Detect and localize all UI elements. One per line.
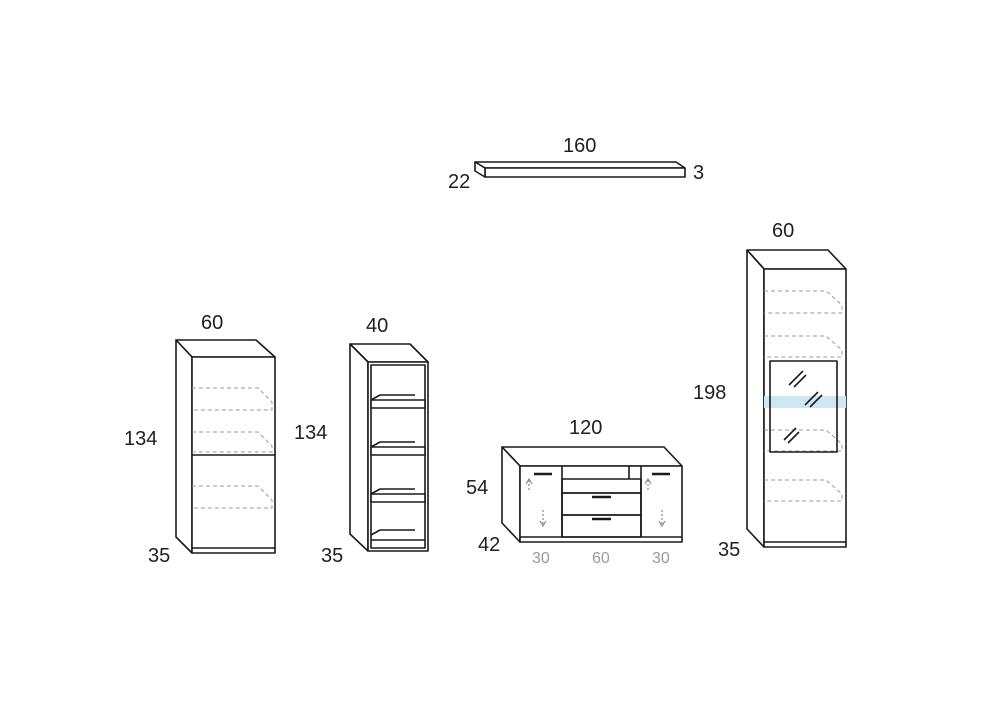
- led-strip: [764, 396, 846, 408]
- shelf-width-label: 160: [563, 135, 596, 157]
- shelf-thickness-label: 3: [693, 162, 704, 184]
- left-cabinet-hidden-shelves: [192, 387, 273, 509]
- glass-door-window: [769, 360, 838, 453]
- wall-shelf: 160 22 3: [448, 135, 704, 193]
- tv-unit-height-label: 54: [466, 477, 488, 499]
- tv-unit-depth-label: 42: [478, 534, 500, 556]
- shelf-depth-label: 22: [448, 171, 470, 193]
- tall-cabinet-depth-label: 35: [718, 539, 740, 561]
- left-cabinet: 60 134 35: [124, 312, 276, 567]
- tv-unit-section-right-label: 30: [652, 550, 670, 567]
- tv-unit-width-label: 120: [569, 417, 602, 439]
- bookcase-shelves: [370, 394, 426, 541]
- left-cabinet-width-label: 60: [201, 312, 223, 334]
- bookcase-width-label: 40: [366, 315, 388, 337]
- tall-cabinet-height-label: 198: [693, 382, 726, 404]
- left-cabinet-depth-label: 35: [148, 545, 170, 567]
- bookcase-height-label: 134: [294, 422, 327, 444]
- tall-cabinet: 60 198 35: [693, 220, 847, 561]
- bookcase: 40 134 35: [294, 315, 429, 567]
- tv-unit-section-left-label: 30: [532, 550, 550, 567]
- left-cabinet-height-label: 134: [124, 428, 157, 450]
- tv-unit-section-middle-label: 60: [592, 550, 610, 567]
- door-opening-arrows: [525, 477, 666, 528]
- glass-reflection-marks: [783, 370, 823, 444]
- tall-cabinet-width-label: 60: [772, 220, 794, 242]
- bookcase-depth-label: 35: [321, 545, 343, 567]
- tv-unit: 120 54 42 30 60 30: [466, 417, 683, 567]
